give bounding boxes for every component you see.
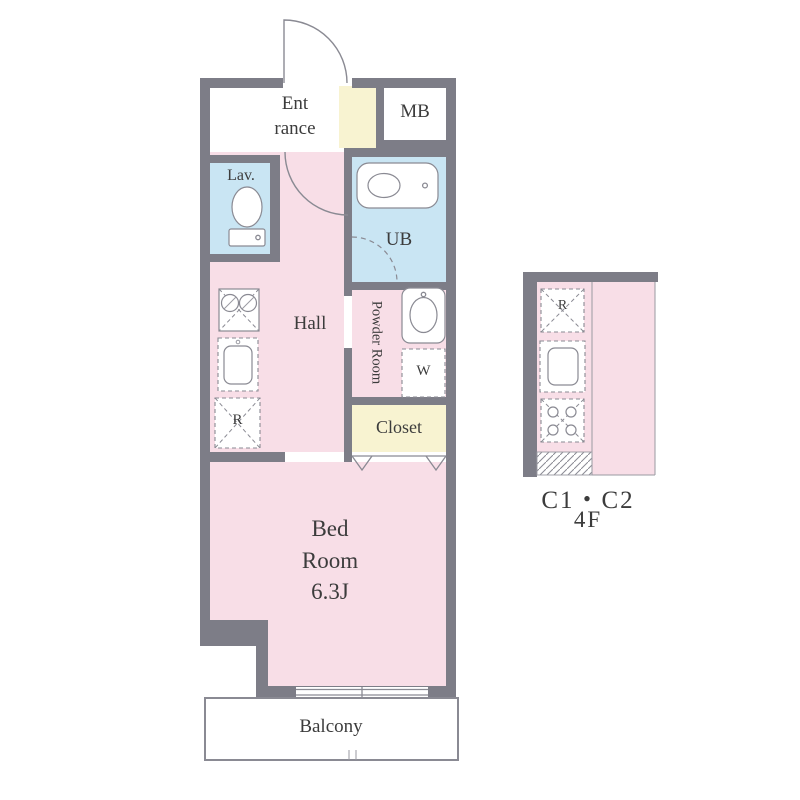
inset-fridge-label: R bbox=[557, 298, 568, 313]
inset-sink-icon bbox=[539, 340, 586, 393]
inset-stove-icon bbox=[540, 398, 585, 443]
bathtub-icon bbox=[356, 162, 439, 209]
entrance-tile bbox=[339, 86, 376, 148]
bedroom-floor bbox=[210, 462, 446, 686]
inset-unit-label: C1・C2 bbox=[541, 487, 635, 514]
inset-fridge-space bbox=[540, 288, 585, 333]
closet-door-marks bbox=[351, 455, 447, 472]
inset-hatch bbox=[536, 451, 593, 476]
balcony-divider-marks bbox=[348, 750, 357, 760]
meter-box-label: MB bbox=[400, 101, 430, 122]
meter-box-floor bbox=[384, 88, 446, 140]
window bbox=[296, 687, 428, 697]
lavatory-label: Lav. bbox=[227, 167, 255, 184]
balcony-label: Balcony bbox=[299, 716, 363, 737]
washer-label: W bbox=[416, 363, 431, 379]
unit-bath-label: UB bbox=[385, 229, 413, 250]
washbasin-icon bbox=[401, 287, 446, 344]
stove-icon bbox=[218, 288, 260, 332]
closet-label: Closet bbox=[375, 417, 422, 437]
entrance-label: Ent rance bbox=[274, 93, 316, 139]
hall-label: Hall bbox=[293, 313, 327, 334]
balcony-outline bbox=[204, 697, 459, 761]
bedroom-label: Bed Room 6.3J bbox=[301, 516, 359, 605]
fridge-space bbox=[214, 397, 261, 449]
entrance-floor bbox=[210, 88, 344, 152]
fridge-label: R bbox=[232, 412, 243, 428]
sink-icon bbox=[217, 337, 259, 392]
hall-door-arc bbox=[284, 151, 349, 216]
inset-plan bbox=[523, 272, 658, 477]
closet-floor bbox=[352, 405, 446, 452]
powder-room-label: Powder Room bbox=[368, 300, 385, 385]
inset-floor-lower bbox=[592, 452, 655, 475]
inset-walls bbox=[523, 272, 658, 477]
entrance-door-arc bbox=[283, 19, 348, 84]
toilet-icon bbox=[228, 186, 266, 247]
inset-floor-label: 4F bbox=[573, 507, 603, 532]
washer-space bbox=[401, 348, 446, 398]
